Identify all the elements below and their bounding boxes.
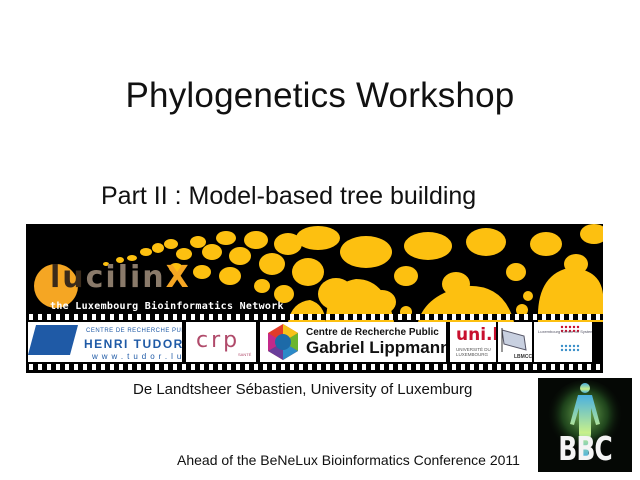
partner-logo-tudor: CENTRE DE RECHERCHE PUBLIC HENRI TUDOR w… bbox=[28, 322, 182, 362]
lucilinx-logo-circle bbox=[34, 264, 78, 308]
partner-logo-lbmcc: LBMCC bbox=[498, 322, 532, 362]
partner-logo-lcsb: Luxembourg Centre for Systems Biomedicin… bbox=[534, 322, 592, 362]
partner-logo-strip: CENTRE DE RECHERCHE PUBLIC HENRI TUDOR w… bbox=[26, 322, 603, 362]
lippmann-hexagon-icon bbox=[268, 324, 298, 360]
fractal-background-image bbox=[103, 224, 603, 322]
conference-line: Ahead of the BeNeLux Bioinformatics Conf… bbox=[177, 452, 520, 468]
film-strip-holes-top bbox=[26, 314, 603, 320]
film-strip-holes-bottom bbox=[26, 364, 603, 370]
slide-title: Phylogenetics Workshop bbox=[125, 76, 515, 115]
lcsb-dots-icon bbox=[560, 325, 580, 352]
lucilinx-banner: lucilinX the Luxembourg Bioinformatics N… bbox=[26, 224, 603, 373]
author-line: De Landtsheer Sébastien, University of L… bbox=[133, 381, 473, 398]
lbmcc-flag-icon bbox=[501, 328, 527, 352]
human-figure-icon bbox=[547, 380, 623, 458]
partner-logo-crp-sante: crp SANTÉ bbox=[186, 322, 256, 362]
bbc11-logo: BBC 11 bbox=[538, 378, 632, 472]
tudor-mark-icon bbox=[28, 325, 79, 355]
bbc11-text: BBC 11 bbox=[558, 430, 612, 472]
network-tagline: the Luxembourg Bioinformatics Network bbox=[50, 301, 284, 312]
lucilinx-logo: lucilinX bbox=[50, 260, 191, 295]
partner-logo-lippmann: Centre de Recherche Public Gabriel Lippm… bbox=[260, 322, 446, 362]
slide-subtitle: Part II : Model-based tree building bbox=[101, 182, 477, 210]
